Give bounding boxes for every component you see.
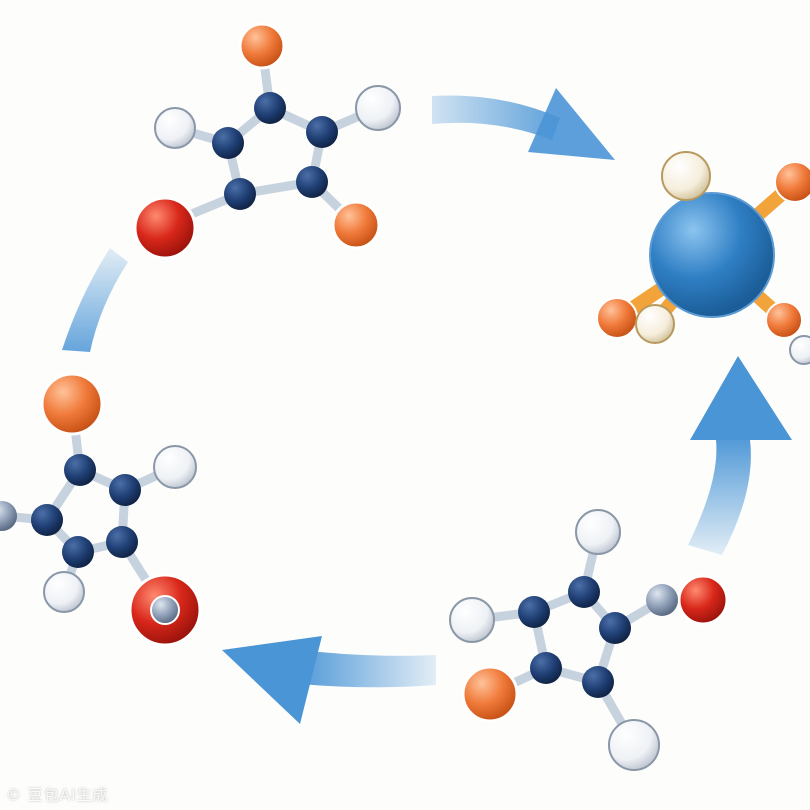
atom-ring (106, 526, 138, 558)
cycle-arrow-right-up (688, 356, 792, 555)
molecule-c (449, 509, 729, 771)
molecule-a-bonds (160, 41, 383, 230)
atom-orange (461, 665, 519, 723)
atom-hydrogen (608, 719, 660, 771)
atom-orange (40, 372, 104, 436)
atom-ring (599, 612, 631, 644)
atom-ring (31, 504, 63, 536)
atom-ring (224, 178, 256, 210)
watermark: © 豆包AI生成 (6, 786, 109, 804)
atom-hydrogen (153, 445, 197, 489)
atom-gray (150, 595, 180, 625)
atom-ring (530, 652, 562, 684)
atom-ring (296, 166, 328, 198)
atom-ring (109, 474, 141, 506)
atom-orange (596, 297, 638, 339)
cycle-arrow-bottom-left (222, 636, 436, 724)
atom-hydrogen (575, 509, 621, 555)
atom-gray (646, 584, 678, 616)
atom-gray (0, 501, 17, 531)
atom-ring (518, 596, 550, 628)
atom-orange (238, 22, 286, 70)
atom-red (677, 574, 729, 626)
atom-hydrogen (43, 571, 85, 613)
atom-orange (774, 161, 810, 203)
atom-ring (62, 536, 94, 568)
cycle-arrow-left-up (62, 248, 128, 352)
atom-hydrogen (789, 335, 810, 365)
atom-orange (765, 301, 803, 339)
molecule-a (133, 22, 401, 260)
atom-central (649, 192, 775, 318)
atom-hydrogen (635, 304, 675, 344)
atom-hydrogen (355, 85, 401, 131)
atom-hydrogen (154, 107, 196, 149)
atom-red (133, 196, 197, 260)
atom-orange (331, 200, 381, 250)
atom-ring (64, 454, 96, 486)
atom-ring (568, 576, 600, 608)
atom-ring (254, 92, 286, 124)
atom-ring (582, 666, 614, 698)
atom-ring (306, 116, 338, 148)
molecule-d (0, 372, 202, 647)
atom-ring (212, 127, 244, 159)
atom-hydrogen (661, 151, 711, 201)
molecule-b (596, 151, 810, 365)
atom-hydrogen (449, 597, 495, 643)
cycle-arrow-top-right (432, 88, 615, 160)
